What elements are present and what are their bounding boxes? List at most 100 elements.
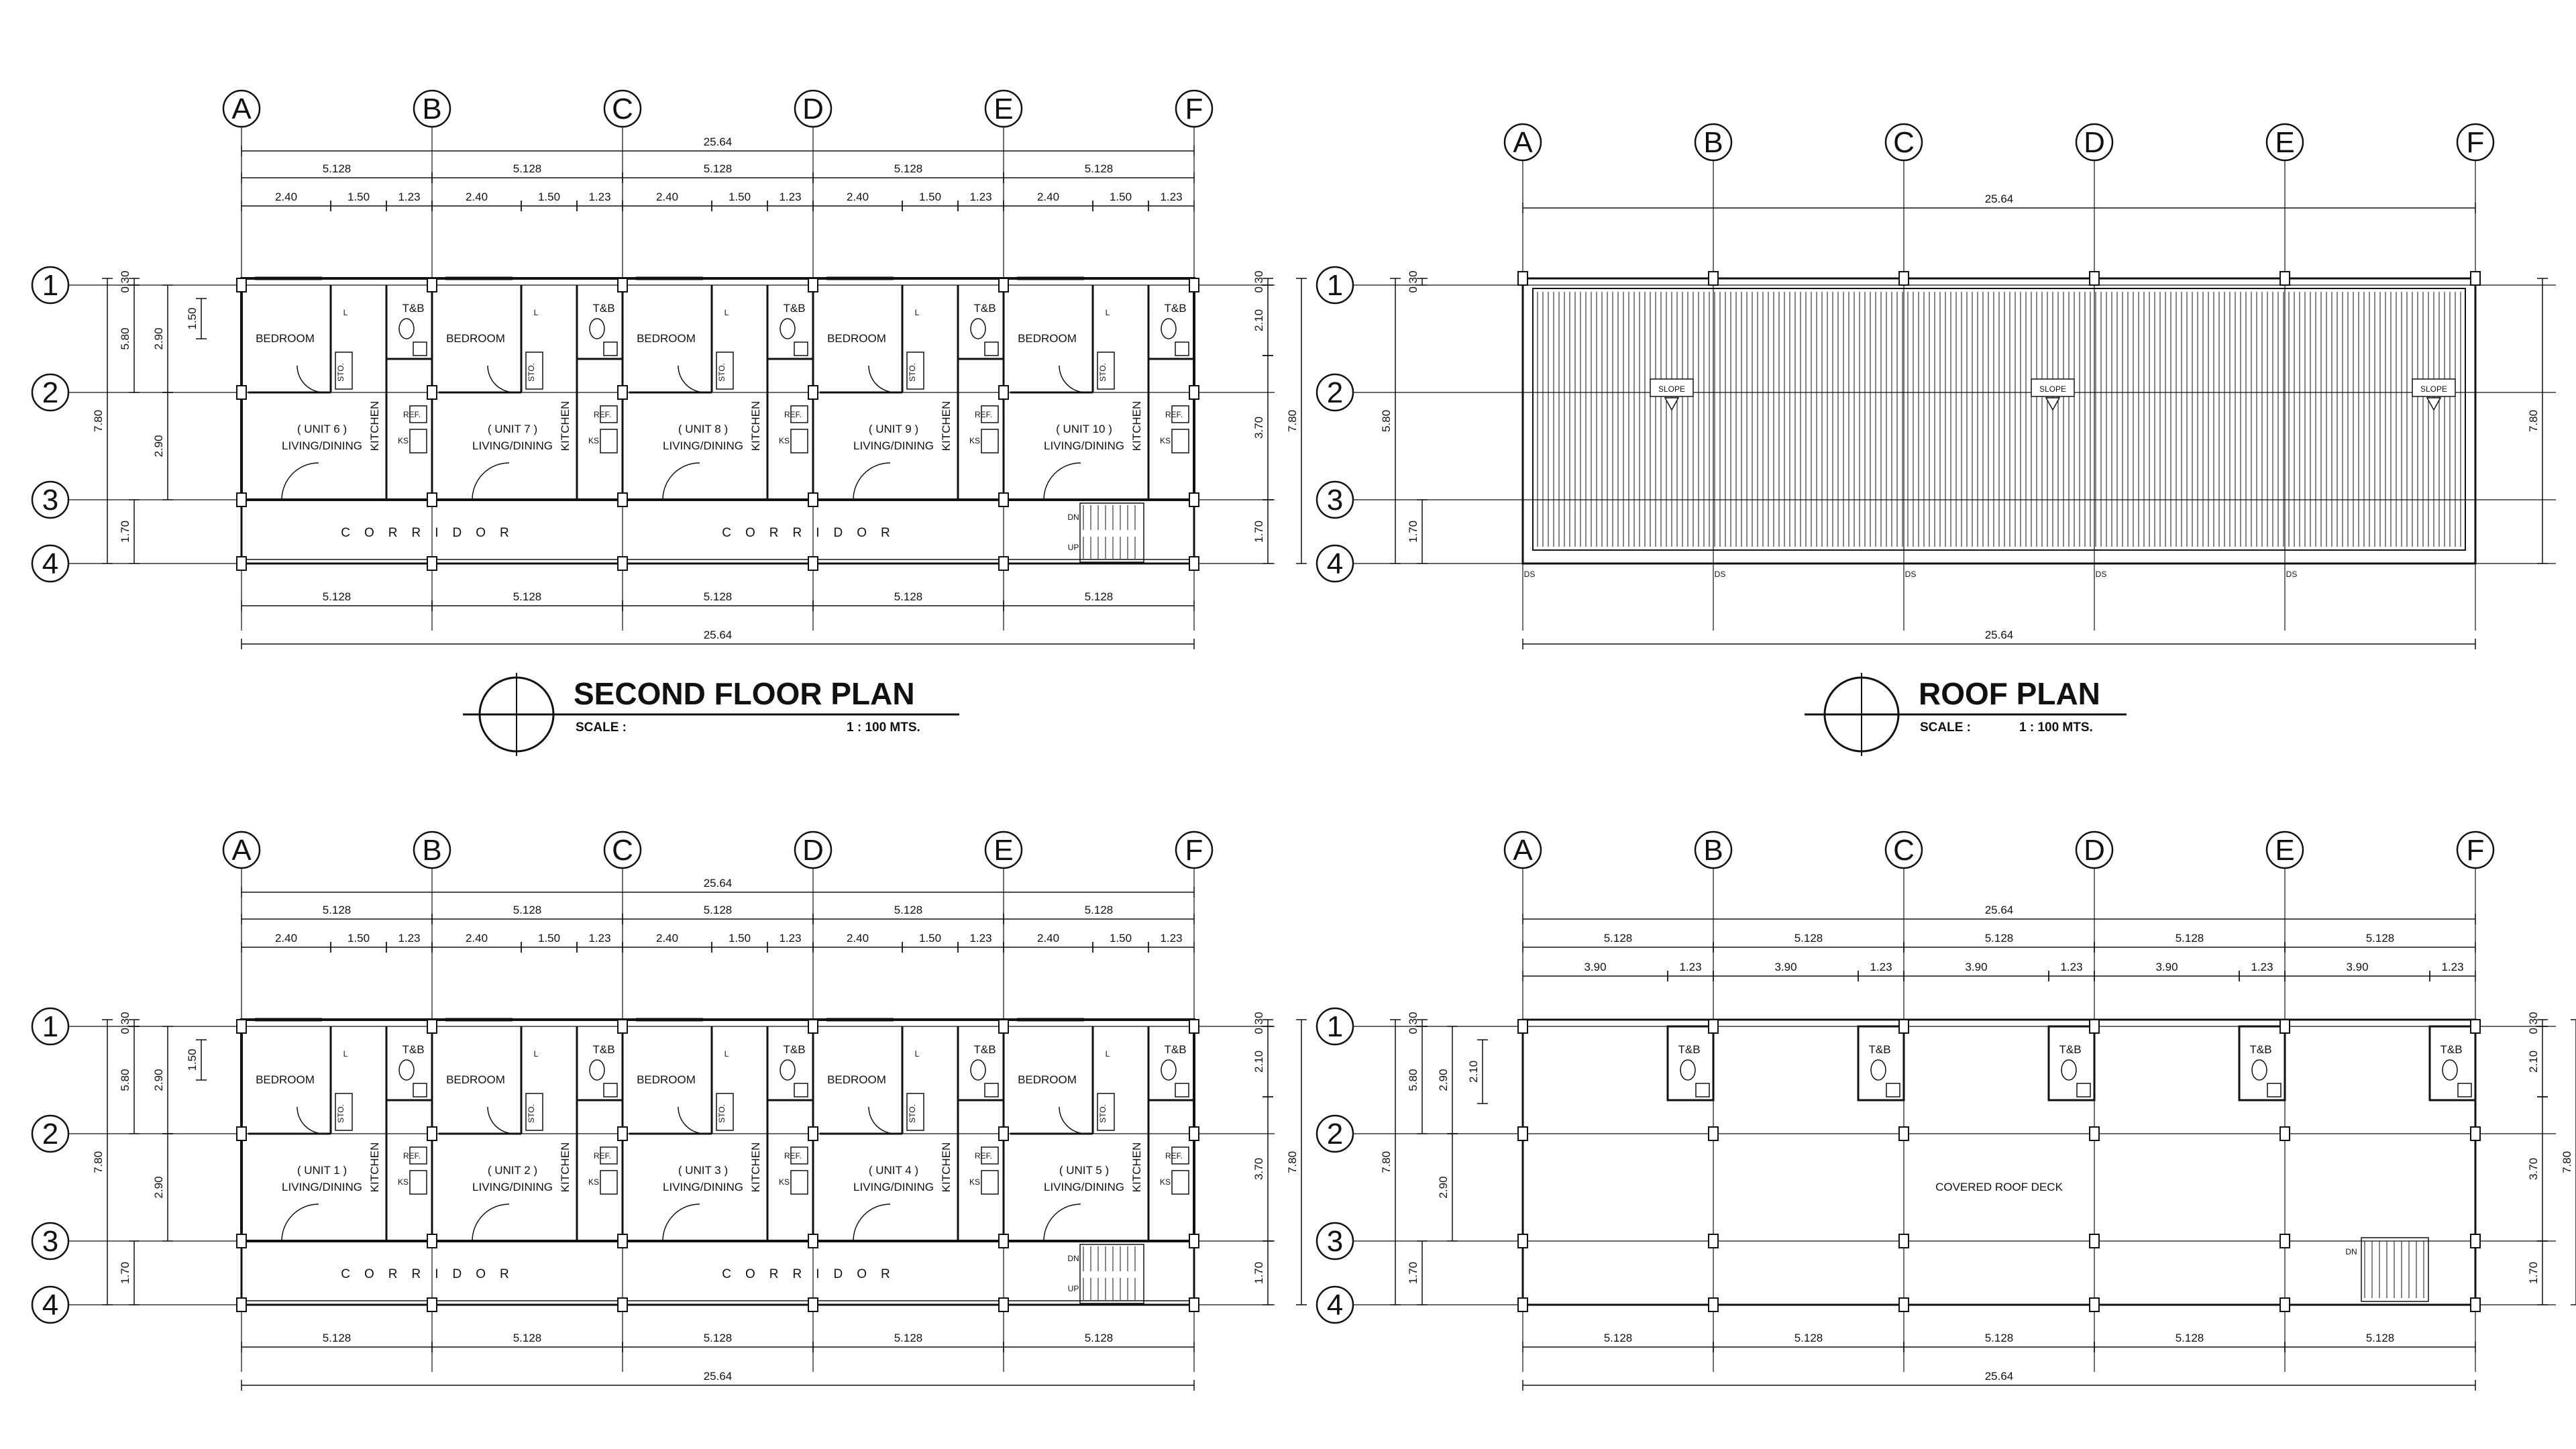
room-label-living: LIVING/DINING [853, 439, 934, 452]
scale-label: SCALE : [1920, 720, 1971, 735]
toilet-fixture [780, 318, 796, 339]
vertical-dimension: 1.70 [2527, 1262, 2540, 1284]
column-post [236, 1126, 247, 1141]
unit-number: ( UNIT 3 ) [678, 1164, 728, 1177]
grid-label-col: E [994, 834, 1013, 867]
column-post [427, 1126, 437, 1141]
room-label-ref: REF. [594, 410, 611, 419]
door-swing [662, 462, 700, 500]
sub-dimension: 1.23 [1870, 961, 1892, 973]
toilet-fixture [1870, 1059, 1886, 1081]
storage-closet [335, 352, 353, 390]
stair-label-dn: DN [1067, 513, 1079, 522]
column-post [998, 492, 1009, 507]
bay-dimension: 5.128 [513, 904, 542, 916]
column-post [2089, 271, 2100, 286]
column-post [617, 556, 628, 571]
corridor-label: CORRIDOR [722, 526, 904, 540]
column-post [236, 278, 247, 292]
column-post [808, 556, 818, 571]
storage-closet [525, 352, 543, 390]
room-label-bedroom: BEDROOM [446, 1073, 505, 1086]
unit-number: ( UNIT 8 ) [678, 423, 728, 435]
grid-label-col: C [612, 834, 633, 867]
door-swing [487, 365, 515, 393]
column-post [617, 278, 628, 292]
refrigerator [600, 405, 618, 423]
sub-dimension: 1.23 [588, 191, 610, 203]
room-label-ref: REF. [594, 1151, 611, 1161]
room-label-ks: KS [588, 436, 599, 445]
toilet-wall [2047, 1025, 2096, 1102]
grid-label-col: D [802, 834, 824, 867]
room-label-ref: REF. [975, 1151, 992, 1161]
bay-dimension: 5.128 [323, 904, 352, 916]
room-label-living: LIVING/DINING [1044, 439, 1124, 452]
column-post [998, 1126, 1009, 1141]
grid-label-col: F [1185, 834, 1203, 867]
bay-dimension: 5.128 [1085, 590, 1114, 603]
downspout-label: DS [2286, 570, 2298, 579]
column-post [1517, 1297, 1528, 1312]
room-label-ref: REF. [403, 410, 421, 419]
door-swing [678, 1106, 706, 1134]
door-swing [1043, 1203, 1081, 1242]
toilet-block: T&B [1857, 1025, 1905, 1102]
vertical-dimension: 0.30 [2527, 1012, 2540, 1034]
room-label-l: L [915, 1049, 920, 1059]
column-post [236, 385, 247, 400]
column-post [2089, 1234, 2100, 1248]
toilet-block: T&B [2428, 1025, 2477, 1102]
vertical-dimension: 1.70 [119, 1262, 131, 1284]
plan-title: SECOND FLOOR PLAN [574, 676, 915, 711]
column-post [998, 278, 1009, 292]
door-swing [297, 365, 325, 393]
grid-label-row: 2 [1327, 376, 1343, 409]
sub-dimension: 2.40 [847, 191, 869, 203]
scale-value: 1 : 100 MTS. [2019, 720, 2093, 735]
column-post [617, 1126, 628, 1141]
bay-dimension: 5.128 [894, 590, 923, 603]
refrigerator [600, 1146, 618, 1165]
room-label-ks: KS [779, 436, 790, 445]
room-label-living: LIVING/DINING [472, 1181, 553, 1193]
lavatory-fixture [413, 1083, 427, 1097]
room-label-bedroom: BEDROOM [1018, 332, 1077, 345]
overall-dimension: 25.64 [704, 877, 733, 890]
corridor-label: CORRIDOR [341, 526, 523, 540]
bay-dimension: 5.128 [513, 162, 542, 175]
column-post [427, 278, 437, 292]
overall-dimension: 25.64 [1985, 193, 2014, 205]
sub-dimension: 1.50 [1110, 932, 1132, 945]
sub-dimension: 1.23 [1160, 191, 1182, 203]
kitchen-sink [600, 1170, 618, 1195]
downspout-label: DS [1905, 570, 1917, 579]
column-post [1708, 1126, 1719, 1141]
bay-dimension: 5.128 [1604, 932, 1633, 945]
bay-dimension: 5.128 [2366, 932, 2395, 945]
grid-label-col: D [2084, 834, 2105, 867]
room-label-tb: T&B [592, 1043, 614, 1056]
room-label-tb: T&B [402, 302, 424, 315]
grid-label-col: A [231, 834, 252, 867]
sub-dimension: 3.90 [2155, 961, 2178, 973]
toilet-fixture [970, 1059, 986, 1081]
toilet-fixture [398, 318, 415, 339]
room-label-tb: T&B [2249, 1043, 2271, 1056]
unit-number: ( UNIT 7 ) [488, 423, 537, 435]
kitchen-sink [981, 429, 999, 453]
toilet-fixture [1161, 1059, 1177, 1081]
grid-label-row: 4 [1327, 547, 1343, 580]
refrigerator [1171, 1146, 1189, 1165]
sub-dimension: 2.40 [466, 932, 488, 945]
column-post [427, 556, 437, 571]
sub-dimension: 1.50 [1110, 191, 1132, 203]
sub-dimension: 1.23 [969, 191, 991, 203]
grid-label-row: 4 [1327, 1289, 1343, 1322]
column-post [427, 1297, 437, 1312]
